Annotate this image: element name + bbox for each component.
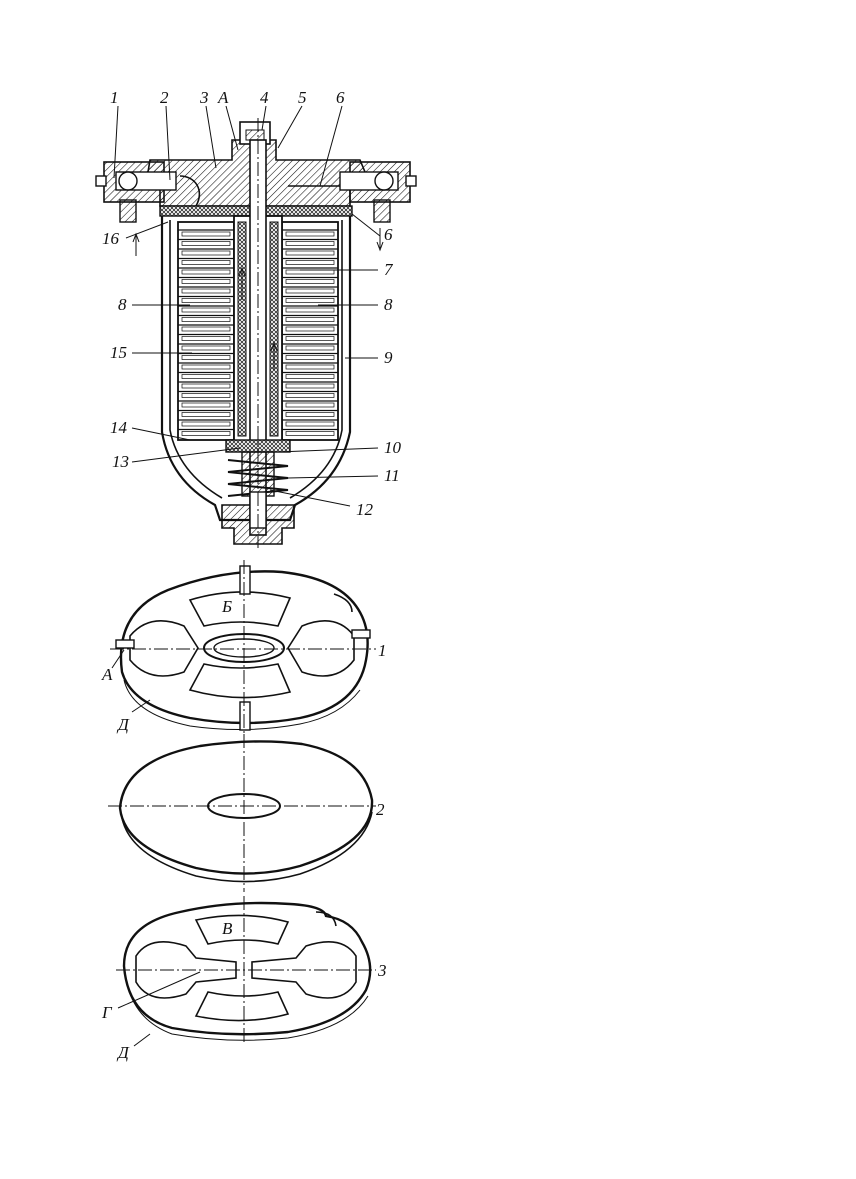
stack-plate-gap bbox=[181, 336, 231, 341]
stack-plate-gap bbox=[285, 317, 335, 322]
plate-3-label-v: В bbox=[222, 919, 233, 938]
callout-10: 10 bbox=[384, 438, 402, 457]
stack-plate-gap bbox=[181, 421, 231, 427]
outlet-fitting bbox=[339, 161, 417, 223]
stack-plate-gap bbox=[181, 260, 231, 265]
plate-2-number: 2 bbox=[376, 800, 385, 819]
stack-plate-gap bbox=[285, 355, 335, 360]
callout-16: 16 bbox=[102, 229, 120, 248]
stack-plate-gap bbox=[181, 231, 231, 237]
callout-7: 7 bbox=[384, 260, 394, 279]
callout-6-right: 6 bbox=[384, 225, 393, 244]
plate-3: 3 В Г Д bbox=[101, 896, 387, 1062]
filter-assembly-section bbox=[95, 118, 417, 548]
stack-plate-gap bbox=[181, 250, 231, 256]
stack-plate-gap bbox=[285, 421, 335, 427]
stack-plate-gap bbox=[285, 393, 335, 398]
callout-8-right: 8 bbox=[384, 295, 393, 314]
stack-plate-gap bbox=[181, 345, 231, 351]
callout-14: 14 bbox=[110, 418, 128, 437]
stack-plate-gap bbox=[285, 374, 335, 379]
stack-plate-gap bbox=[285, 231, 335, 237]
callout-1: 1 bbox=[110, 88, 119, 107]
stack-plate-gap bbox=[181, 269, 231, 275]
callout-12: 12 bbox=[356, 500, 374, 519]
plate-1-number: 1 bbox=[378, 641, 387, 660]
stack-plate-gap bbox=[285, 241, 335, 246]
callout-5: 5 bbox=[298, 88, 307, 107]
stack-plate-gap bbox=[285, 288, 335, 294]
stack-plate-gap bbox=[285, 307, 335, 313]
stack-plate-gap bbox=[285, 298, 335, 303]
stack-plate-gap bbox=[181, 307, 231, 313]
stack-plate-gap bbox=[181, 431, 231, 436]
stack-plate-gap bbox=[181, 326, 231, 332]
plate-1-label-a: А bbox=[101, 665, 113, 684]
inlet-fitting bbox=[95, 161, 177, 223]
stack-plate-gap bbox=[181, 317, 231, 322]
stack-plate-gap bbox=[285, 364, 335, 370]
callout-a: А bbox=[217, 88, 229, 107]
stack-plate-gap bbox=[285, 345, 335, 351]
plate-3-number: 3 bbox=[377, 961, 387, 980]
plate-2: 2 bbox=[108, 734, 385, 892]
callout-4: 4 bbox=[260, 88, 269, 107]
stack-plate-gap bbox=[285, 279, 335, 284]
stack-plate-gap bbox=[285, 336, 335, 341]
stack-plate-gap bbox=[285, 383, 335, 389]
stack-plate-gap bbox=[181, 279, 231, 284]
stack-plate-gap bbox=[181, 393, 231, 398]
stack-plate-gap bbox=[285, 402, 335, 408]
callout-6-top: 6 bbox=[336, 88, 345, 107]
callout-leaders bbox=[113, 105, 381, 507]
callout-15: 15 bbox=[110, 343, 127, 362]
stack-plate-gap bbox=[181, 383, 231, 389]
stack-plate-gap bbox=[181, 298, 231, 303]
stack-plate-gap bbox=[285, 431, 335, 436]
stack-plate-gap bbox=[181, 355, 231, 360]
callout-3: 3 bbox=[199, 88, 209, 107]
stack-plate-gap bbox=[285, 326, 335, 332]
stack-plate-gap bbox=[181, 241, 231, 246]
plate-1-label-b: Б bbox=[221, 597, 232, 616]
plate-1: 1 Б А Д bbox=[101, 560, 387, 740]
plate-3-label-d: Д bbox=[116, 1043, 130, 1062]
callout-8-left: 8 bbox=[118, 295, 127, 314]
stack-plate-gap bbox=[285, 250, 335, 256]
plate-stack-lines bbox=[178, 229, 338, 436]
callout-labels: 1 2 3 А 4 5 6 6 7 8 9 10 11 12 16 8 15 1… bbox=[102, 88, 402, 519]
stack-plate-gap bbox=[181, 402, 231, 408]
stack-plate-gap bbox=[181, 288, 231, 294]
stack-plate-gap bbox=[181, 364, 231, 370]
plate-1-label-d: Д bbox=[116, 715, 130, 734]
stack-plate-gap bbox=[285, 260, 335, 265]
callout-9: 9 bbox=[384, 348, 393, 367]
callout-13: 13 bbox=[112, 452, 129, 471]
stack-plate-gap bbox=[181, 412, 231, 417]
callout-11: 11 bbox=[384, 466, 400, 485]
stack-plate-gap bbox=[285, 412, 335, 417]
stack-plate-gap bbox=[181, 374, 231, 379]
callout-2: 2 bbox=[160, 88, 169, 107]
plate-3-label-g: Г bbox=[101, 1003, 113, 1022]
